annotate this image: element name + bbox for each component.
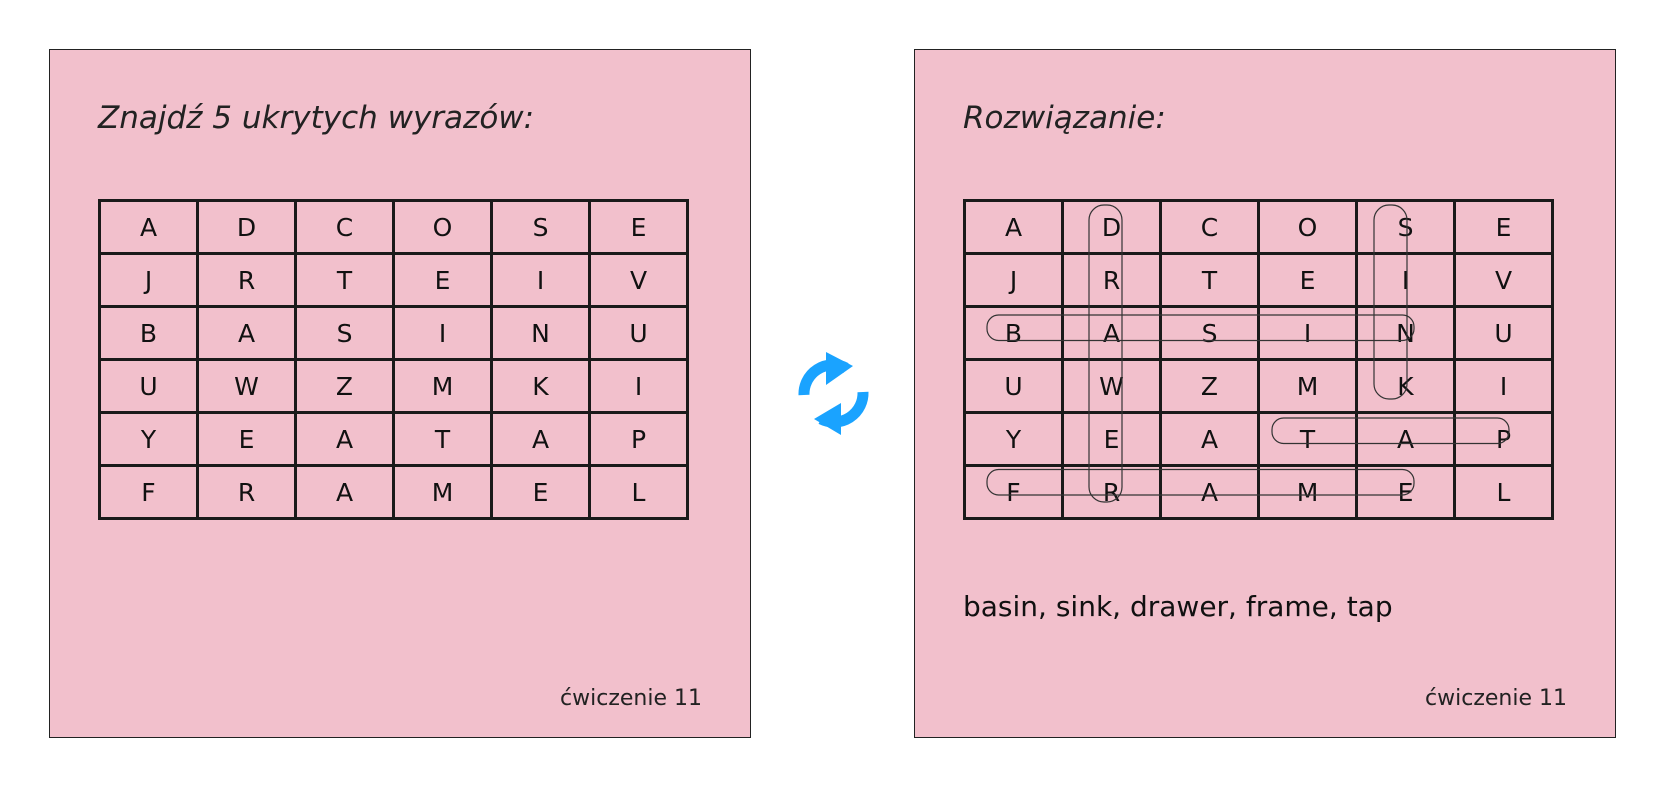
grid-cell: A [1061, 305, 1162, 361]
grid-cell: W [1061, 358, 1162, 414]
grid-cell: C [294, 199, 395, 255]
grid-cell: Y [963, 411, 1064, 467]
grid-cell: R [1061, 464, 1162, 520]
grid-cell: I [1355, 252, 1456, 308]
grid-cell: I [1453, 358, 1554, 414]
grid-cell: I [392, 305, 493, 361]
grid-cell: C [1159, 199, 1260, 255]
grid-cell: A [963, 199, 1064, 255]
grid-cell: Z [1159, 358, 1260, 414]
grid-cell: A [294, 411, 395, 467]
grid-cell: E [490, 464, 591, 520]
grid-cell: E [196, 411, 297, 467]
grid-cell: J [963, 252, 1064, 308]
grid-cell: Y [98, 411, 199, 467]
grid-cell: S [1355, 199, 1456, 255]
grid-cell: B [98, 305, 199, 361]
answer-list: basin, sink, drawer, frame, tap [963, 590, 1393, 623]
grid-cell: E [588, 199, 689, 255]
grid-cell: J [98, 252, 199, 308]
grid-cell: A [1159, 464, 1260, 520]
grid-cell: P [588, 411, 689, 467]
grid-cell: R [196, 464, 297, 520]
grid-cell: M [1257, 464, 1358, 520]
grid-cell: Z [294, 358, 395, 414]
grid-cell: N [490, 305, 591, 361]
grid-cell: S [1159, 305, 1260, 361]
grid-cell: R [196, 252, 297, 308]
puzzle-title: Znajdź 5 ukrytych wyrazów: [98, 100, 535, 136]
grid-cell: P [1453, 411, 1554, 467]
grid-cell: K [490, 358, 591, 414]
grid-cell: I [1257, 305, 1358, 361]
grid-cell: A [294, 464, 395, 520]
grid-cell: V [588, 252, 689, 308]
grid-cell: T [294, 252, 395, 308]
grid-cell: A [98, 199, 199, 255]
grid-cell: R [1061, 252, 1162, 308]
grid-cell: M [392, 358, 493, 414]
grid-cell: A [196, 305, 297, 361]
grid-cell: L [588, 464, 689, 520]
grid-cell: E [1453, 199, 1554, 255]
grid-cell: B [963, 305, 1064, 361]
grid-cell: U [98, 358, 199, 414]
grid-cell: S [490, 199, 591, 255]
grid-cell: U [1453, 305, 1554, 361]
grid-cell: A [490, 411, 591, 467]
grid-cell: A [1355, 411, 1456, 467]
grid-cell: S [294, 305, 395, 361]
grid-cell: E [392, 252, 493, 308]
grid-cell: I [490, 252, 591, 308]
grid-cell: E [1061, 411, 1162, 467]
grid-cell: E [1257, 252, 1358, 308]
grid-cell: L [1453, 464, 1554, 520]
grid-cell: F [963, 464, 1064, 520]
grid-cell: V [1453, 252, 1554, 308]
grid-cell: O [392, 199, 493, 255]
grid-cell: E [1355, 464, 1456, 520]
grid-cell: F [98, 464, 199, 520]
exercise-label: ćwiczenie 11 [1425, 686, 1567, 711]
grid-cell: M [392, 464, 493, 520]
grid-cell: A [1159, 411, 1260, 467]
grid-cell: I [588, 358, 689, 414]
grid-cell: U [588, 305, 689, 361]
grid-cell: W [196, 358, 297, 414]
grid-cell: T [1257, 411, 1358, 467]
grid-cell: T [392, 411, 493, 467]
solution-title: Rozwiązanie: [963, 100, 1166, 136]
grid-cell: D [196, 199, 297, 255]
grid-cell: D [1061, 199, 1162, 255]
grid-cell: T [1159, 252, 1260, 308]
grid-cell: K [1355, 358, 1456, 414]
refresh-arrows-icon[interactable] [786, 335, 881, 450]
grid-cell: U [963, 358, 1064, 414]
grid-cell: O [1257, 199, 1358, 255]
grid-cell: M [1257, 358, 1358, 414]
exercise-label: ćwiczenie 11 [560, 686, 702, 711]
grid-cell: N [1355, 305, 1456, 361]
